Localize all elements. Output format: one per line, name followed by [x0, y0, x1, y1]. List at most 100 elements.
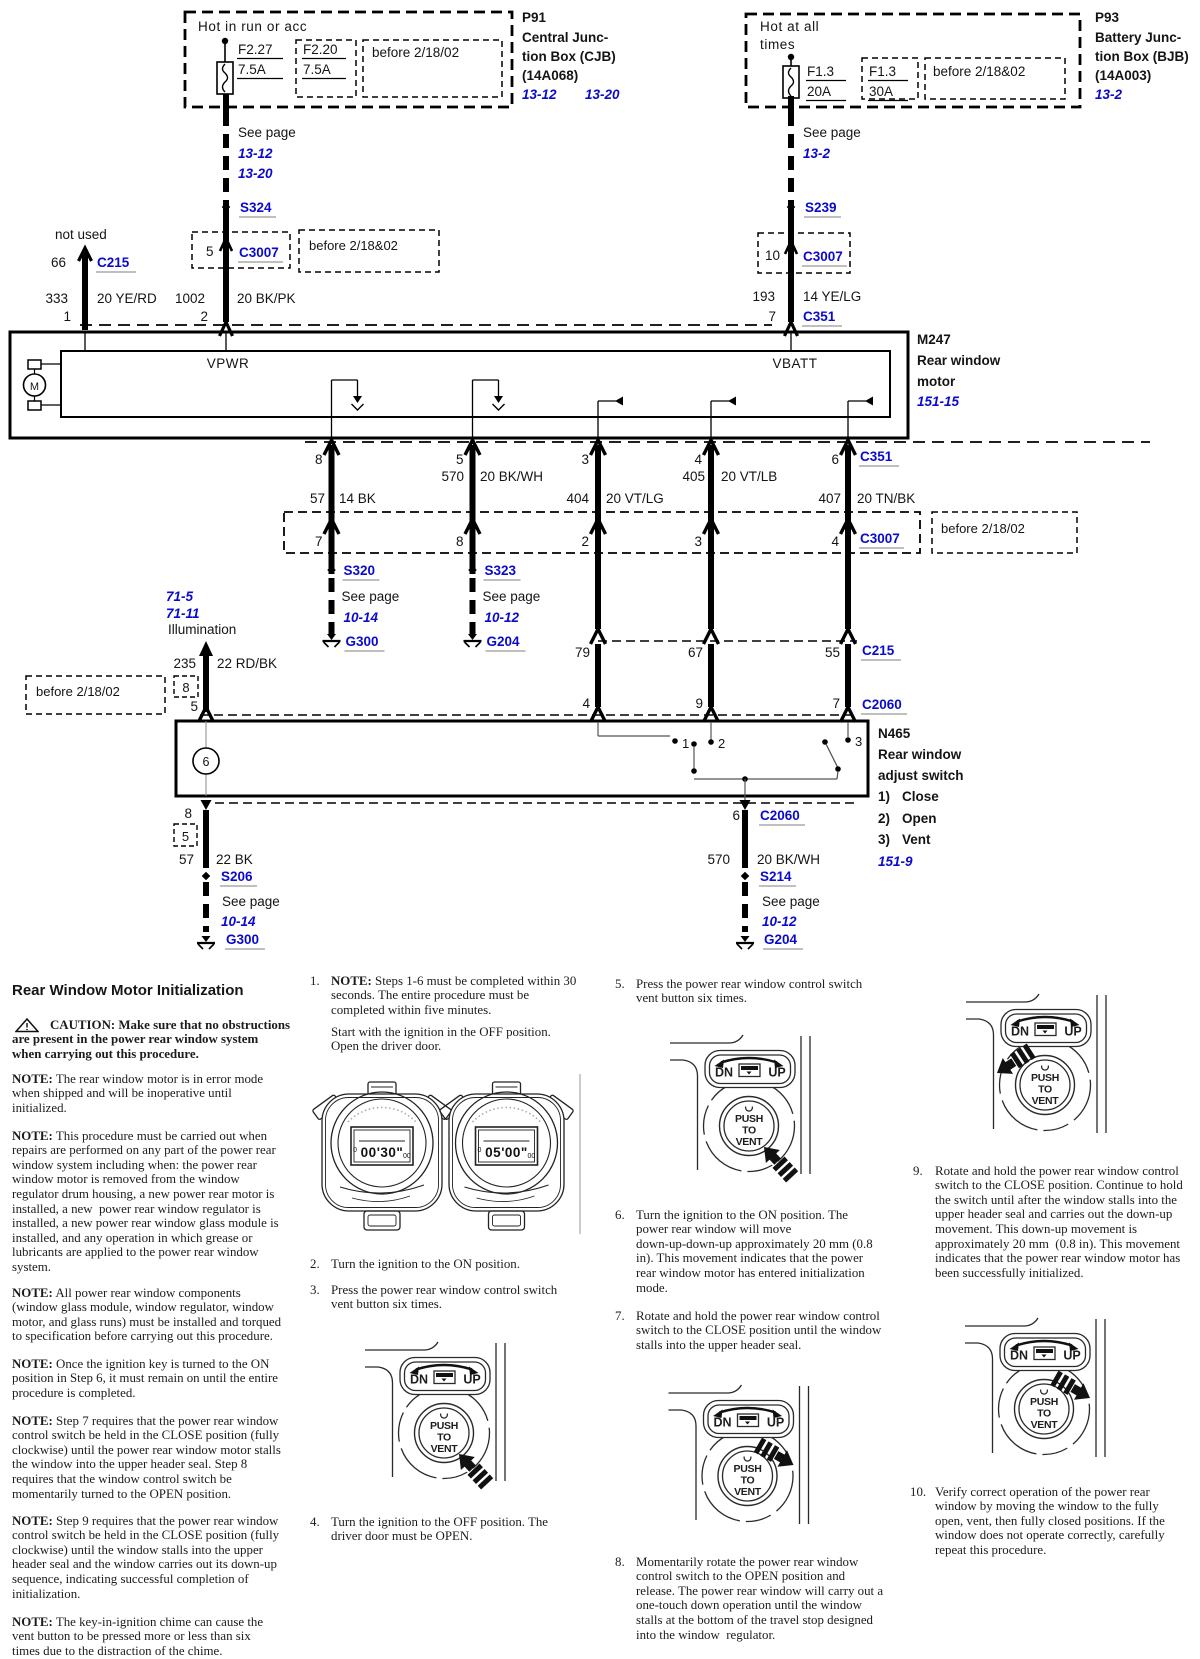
- svg-text:1): 1): [878, 789, 890, 804]
- svg-text:5: 5: [190, 699, 198, 714]
- svg-text:2: 2: [718, 736, 725, 751]
- svg-text:DN: DN: [1011, 1025, 1029, 1039]
- svg-text:0: 0: [478, 1147, 482, 1154]
- svg-text:30A: 30A: [869, 84, 893, 99]
- svg-text:10-14: 10-14: [344, 610, 379, 625]
- svg-text:14 BK: 14 BK: [339, 491, 376, 506]
- svg-text:13-12: 13-12: [522, 87, 557, 102]
- svg-text:13-20: 13-20: [238, 166, 273, 181]
- svg-text:before 2/18/02: before 2/18/02: [372, 45, 459, 60]
- svg-text:00'30": 00'30": [361, 1145, 404, 1160]
- svg-text:7.5A: 7.5A: [303, 62, 331, 77]
- svg-text:TO: TO: [437, 1432, 451, 1444]
- svg-text:PUSH: PUSH: [734, 1463, 762, 1475]
- svg-text:PUSH: PUSH: [1031, 1072, 1059, 1084]
- svg-text:Open: Open: [902, 811, 937, 826]
- svg-text:405: 405: [682, 469, 705, 484]
- svg-text:PUSH: PUSH: [430, 1420, 458, 1432]
- svg-text:71-5: 71-5: [166, 589, 194, 604]
- svg-text:Central Junc-: Central Junc-: [522, 30, 608, 45]
- svg-text:(14A003): (14A003): [1095, 68, 1151, 83]
- svg-text:333: 333: [45, 291, 68, 306]
- svg-text:Hot at all: Hot at all: [760, 19, 819, 34]
- svg-text:1002: 1002: [175, 291, 205, 306]
- svg-text:P91: P91: [522, 10, 547, 25]
- svg-text:0: 0: [353, 1147, 357, 1154]
- svg-text:22 BK: 22 BK: [216, 852, 253, 867]
- svg-text:S323: S323: [485, 563, 517, 578]
- svg-text:5: 5: [182, 829, 189, 844]
- svg-text:S206: S206: [221, 869, 253, 884]
- svg-text:5: 5: [206, 244, 214, 259]
- svg-text:7: 7: [832, 696, 840, 711]
- svg-text:G300: G300: [346, 634, 379, 649]
- svg-text:2: 2: [200, 309, 208, 324]
- svg-text:20 BK/PK: 20 BK/PK: [237, 291, 296, 306]
- svg-text:tion Box (CJB): tion Box (CJB): [522, 49, 616, 64]
- svg-text:8: 8: [182, 680, 189, 695]
- svg-text:13-2: 13-2: [1095, 87, 1123, 102]
- svg-text:C3007: C3007: [803, 249, 843, 264]
- svg-text:VENT: VENT: [431, 1443, 459, 1455]
- svg-text:20 VT/LG: 20 VT/LG: [606, 491, 664, 506]
- svg-text:235: 235: [173, 656, 196, 671]
- svg-text:N465: N465: [878, 726, 911, 741]
- svg-text:(14A068): (14A068): [522, 68, 578, 83]
- svg-text:Battery Junc-: Battery Junc-: [1095, 30, 1181, 45]
- svg-text:not used: not used: [55, 227, 107, 242]
- svg-text:66: 66: [51, 255, 66, 270]
- svg-text:G204: G204: [487, 634, 521, 649]
- svg-text:3): 3): [878, 832, 890, 847]
- svg-text:8: 8: [315, 452, 323, 467]
- svg-text:57: 57: [310, 491, 325, 506]
- svg-text:adjust switch: adjust switch: [878, 768, 964, 783]
- svg-text:before 2/18&02: before 2/18&02: [309, 238, 398, 253]
- svg-text:F1.3: F1.3: [807, 64, 834, 79]
- svg-text:6: 6: [831, 452, 839, 467]
- svg-text:PUSH: PUSH: [735, 1113, 763, 1125]
- svg-text:00: 00: [403, 1153, 411, 1160]
- svg-text:2): 2): [878, 811, 890, 826]
- svg-text:2: 2: [581, 534, 589, 549]
- svg-text:407: 407: [818, 491, 841, 506]
- svg-text:6: 6: [203, 755, 210, 769]
- svg-text:F1.3: F1.3: [869, 64, 896, 79]
- svg-text:13-2: 13-2: [803, 146, 831, 161]
- svg-text:UP: UP: [463, 1373, 480, 1387]
- svg-text:13-20: 13-20: [585, 87, 620, 102]
- svg-text:TO: TO: [1038, 1084, 1052, 1096]
- svg-text:4: 4: [582, 696, 590, 711]
- svg-text:20 BK/WH: 20 BK/WH: [480, 469, 543, 484]
- svg-text:20 VT/LB: 20 VT/LB: [721, 469, 777, 484]
- svg-text:S214: S214: [760, 869, 792, 884]
- svg-text:M: M: [30, 381, 39, 393]
- svg-text:570: 570: [707, 852, 730, 867]
- svg-text:10-14: 10-14: [221, 914, 256, 929]
- svg-text:7.5A: 7.5A: [238, 62, 266, 77]
- svg-text:See page: See page: [803, 125, 861, 140]
- svg-text:8: 8: [456, 534, 464, 549]
- svg-text:Hot in run or acc: Hot in run or acc: [198, 19, 307, 34]
- svg-text:Close: Close: [902, 789, 939, 804]
- svg-text:13-12: 13-12: [238, 146, 273, 161]
- svg-text:14 YE/LG: 14 YE/LG: [803, 289, 861, 304]
- svg-text:7: 7: [315, 534, 323, 549]
- svg-text:57: 57: [179, 852, 194, 867]
- svg-text:20A: 20A: [807, 84, 831, 99]
- svg-text:TO: TO: [742, 1125, 756, 1137]
- svg-text:See page: See page: [762, 894, 820, 909]
- svg-text:UP: UP: [1064, 1025, 1081, 1039]
- svg-text:C2060: C2060: [760, 808, 800, 823]
- svg-text:DN: DN: [713, 1416, 731, 1430]
- svg-text:55: 55: [825, 645, 840, 660]
- svg-text:8: 8: [184, 806, 192, 821]
- svg-text:6: 6: [732, 808, 740, 823]
- svg-text:S324: S324: [240, 200, 272, 215]
- svg-text:Rear window: Rear window: [878, 747, 962, 762]
- svg-text:3: 3: [581, 452, 589, 467]
- svg-text:3: 3: [855, 734, 862, 749]
- svg-text:VENT: VENT: [736, 1136, 764, 1148]
- svg-text:151-9: 151-9: [878, 854, 913, 869]
- svg-text:See page: See page: [342, 589, 400, 604]
- svg-text:times: times: [760, 37, 795, 52]
